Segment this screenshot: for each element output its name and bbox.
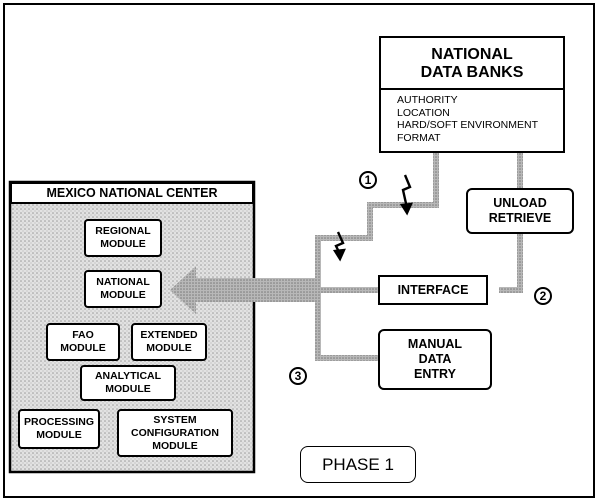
interface-box: INTERFACE <box>378 275 488 305</box>
lightning-bolts <box>332 174 413 262</box>
connector-manual-entry <box>315 287 381 361</box>
lightning-arrowhead-upper <box>399 202 413 216</box>
attribute-environment: HARD/SOFT ENVIRONMENT <box>397 119 538 131</box>
phase-label: PHASE 1 <box>300 446 416 483</box>
national-data-banks-title: NATIONAL DATA BANKS <box>381 38 563 90</box>
connector-unload-interface <box>499 229 523 293</box>
lightning-bolt-upper <box>401 174 412 209</box>
marker-2: 2 <box>534 287 552 305</box>
system-configuration-module: SYSTEM CONFIGURATION MODULE <box>117 409 233 457</box>
national-module: NATIONAL MODULE <box>84 270 162 308</box>
attribute-authority: AUTHORITY <box>397 94 458 106</box>
marker-3: 3 <box>289 367 307 385</box>
regional-module: REGIONAL MODULE <box>84 219 162 257</box>
mexico-center-title: MEXICO NATIONAL CENTER <box>10 182 254 204</box>
marker-1: 1 <box>359 171 377 189</box>
unload-retrieve-box: UNLOAD RETRIEVE <box>466 188 574 234</box>
manual-data-entry-box: MANUAL DATA ENTRY <box>378 329 492 390</box>
big-flow-arrow <box>170 266 318 314</box>
national-data-banks-attributes: AUTHORITY LOCATION HARD/SOFT ENVIRONMENT… <box>381 90 563 144</box>
connector-lines <box>315 149 523 361</box>
processing-module: PROCESSING MODULE <box>18 409 100 449</box>
lightning-arrowhead-lower <box>332 248 346 262</box>
attribute-format: FORMAT <box>397 131 441 144</box>
national-data-banks-box: NATIONAL DATA BANKS AUTHORITY LOCATION H… <box>379 36 565 153</box>
connector-telecom-link <box>315 149 439 293</box>
extended-module: EXTENDED MODULE <box>131 323 207 361</box>
analytical-module: ANALYTICAL MODULE <box>80 365 176 401</box>
fao-module: FAO MODULE <box>46 323 120 361</box>
attribute-location: LOCATION <box>397 106 450 119</box>
outer-frame <box>3 3 595 498</box>
